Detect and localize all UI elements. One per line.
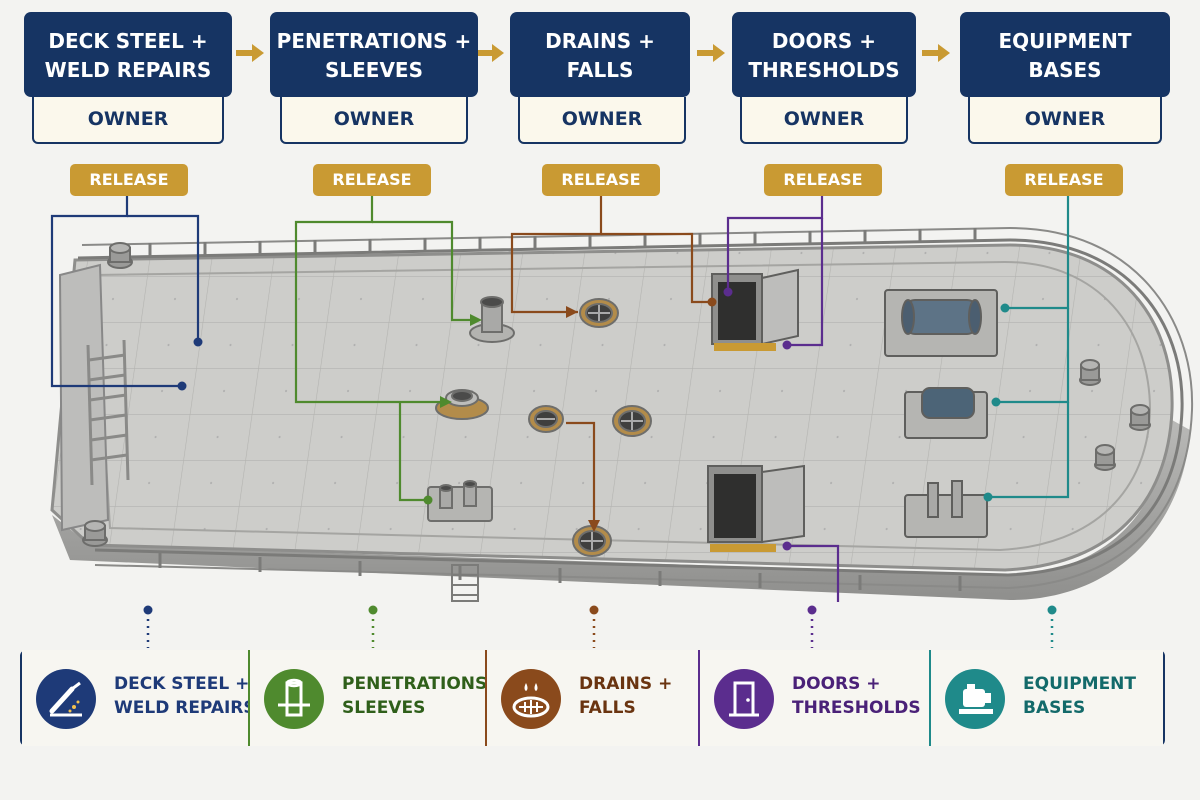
twin-sleeve-base [427, 480, 493, 522]
equipment-base [884, 289, 998, 538]
stage-equipment-owner: OWNER [968, 97, 1162, 144]
leader-drains [510, 196, 712, 520]
legend-connector-dots [143, 605, 1057, 615]
legend-item-penetrations: PENETRATIONS + SLEEVES [248, 650, 507, 746]
stage-deck-steel-title: DECK STEEL + WELD REPAIRS [24, 12, 232, 97]
drain [528, 298, 652, 557]
flow-arrows [236, 44, 950, 62]
stern-bulkhead [58, 263, 110, 532]
leader-deck-steel [50, 196, 200, 388]
railing [77, 238, 1184, 577]
leader-dots [177, 287, 1010, 551]
leader-equipment [988, 196, 1070, 499]
flow-arrow-4 [922, 44, 950, 62]
welding-torch-icon [36, 669, 96, 729]
deck-surface [50, 243, 1174, 572]
drain-icon [501, 669, 561, 729]
legend-item-equipment: EQUIPMENT BASES [929, 650, 1163, 746]
door-hatch [707, 268, 805, 552]
door-icon [714, 669, 774, 729]
legend-label-doors: DOORS + THRESHOLDS [792, 674, 921, 718]
stage-penetrations-release: RELEASE [313, 164, 431, 196]
stage-penetrations-title: PENETRATIONS + SLEEVES [270, 12, 478, 97]
stage-doors-title: DOORS + THRESHOLDS [732, 12, 916, 97]
legend-label-drains: DRAINS + FALLS [579, 674, 673, 718]
legend-label-equipment: EQUIPMENT BASES [1023, 674, 1137, 718]
flow-arrow-2 [476, 44, 504, 62]
leader-arrowheads [440, 306, 600, 532]
stage-drains-owner: OWNER [518, 97, 686, 144]
stage-deck-steel-owner: OWNER [32, 97, 224, 144]
stage-penetrations-owner: OWNER [280, 97, 468, 144]
legend-label-penetrations: PENETRATIONS + SLEEVES [342, 674, 508, 718]
legend-item-drains: DRAINS + FALLS [485, 650, 698, 746]
side-stair [451, 564, 479, 602]
ladder [86, 339, 130, 486]
legend-item-doors: DOORS + THRESHOLDS [698, 650, 929, 746]
flow-arrow-1 [236, 44, 264, 62]
stage-doors-owner: OWNER [740, 97, 908, 144]
leader-penetrations [294, 196, 470, 502]
stage-drains-release: RELEASE [542, 164, 660, 196]
pipe-sleeve [469, 296, 515, 343]
stage-equipment-title: EQUIPMENT BASES [960, 12, 1170, 97]
flow-arrow-3 [697, 44, 725, 62]
legend-item-deck-steel: DECK STEEL + WELD REPAIRS [22, 650, 256, 746]
stage-equipment-release: RELEASE [1005, 164, 1123, 196]
hull-side [52, 420, 1190, 600]
stage-doors-release: RELEASE [764, 164, 882, 196]
stage-drains-title: DRAINS + FALLS [510, 12, 690, 97]
stage-deck-steel-release: RELEASE [70, 164, 188, 196]
bollards [82, 242, 1151, 547]
pipe-sleeve-icon [264, 669, 324, 729]
leader-doors [726, 196, 840, 602]
railing-posts [148, 228, 977, 591]
legend-label-deck-steel: DECK STEEL + WELD REPAIRS [114, 674, 256, 718]
equipment-icon [945, 669, 1005, 729]
